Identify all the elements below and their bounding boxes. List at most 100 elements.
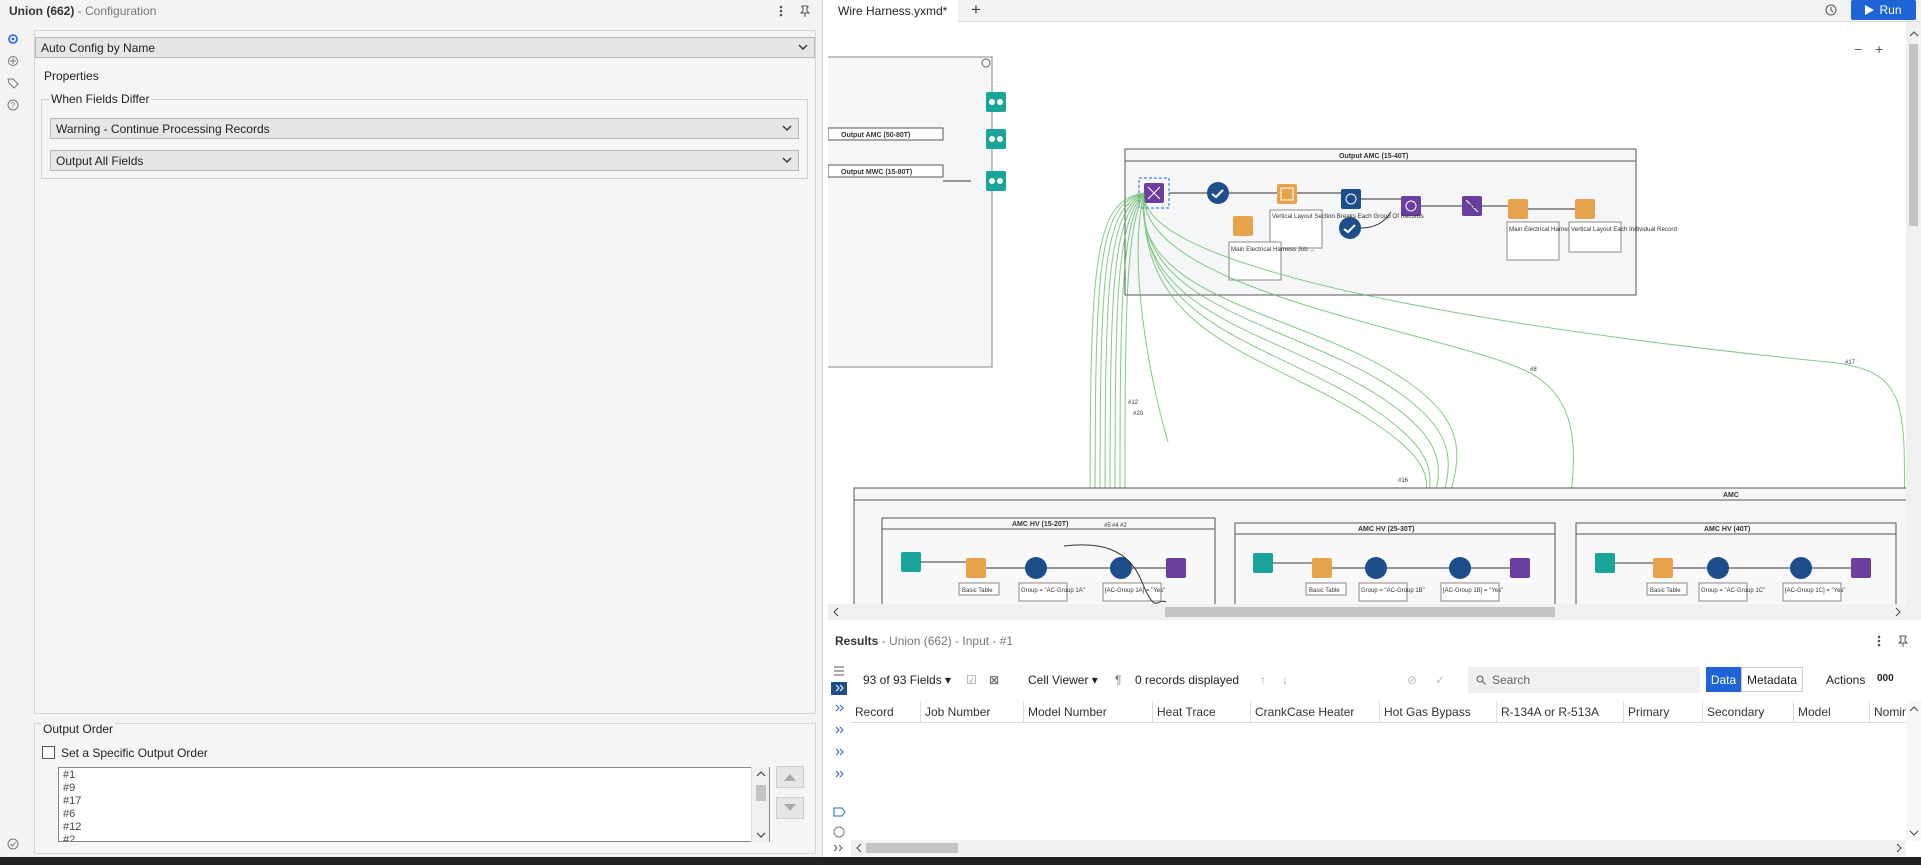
- table-tool[interactable]: [1508, 199, 1528, 219]
- tag-icon[interactable]: [833, 807, 846, 817]
- metadata-tab-button[interactable]: Metadata: [1741, 667, 1803, 692]
- add-tab-icon[interactable]: +: [971, 0, 981, 19]
- arrow-down-icon[interactable]: ↓: [1282, 673, 1288, 687]
- column-header[interactable]: Record: [851, 701, 921, 723]
- pin-icon[interactable]: [796, 2, 814, 20]
- gear-icon[interactable]: [0, 28, 26, 50]
- column-header[interactable]: R-134A or R-513A: [1497, 701, 1624, 723]
- zoom-in-icon[interactable]: +: [1875, 41, 1883, 57]
- set-order-label: Set a Specific Output Order: [61, 746, 208, 760]
- list-item[interactable]: #2: [63, 834, 76, 842]
- layout-tool-2[interactable]: [1575, 199, 1595, 219]
- canvas-horizontal-scrollbar[interactable]: [828, 604, 1906, 620]
- main-electrical-annotation[interactable]: Main Electrical Harness Job ...: [1228, 241, 1315, 281]
- warning-select[interactable]: Warning - Continue Processing Records: [50, 118, 799, 139]
- vertical-layout-annotation-2[interactable]: Vertical Layout Each Individual Record: [1568, 221, 1677, 253]
- column-header[interactable]: Job Number: [921, 701, 1024, 723]
- workflow-graph[interactable]: Output AMC (50-80T) Output MWC (15-80T) …: [828, 22, 1906, 604]
- dynamic-input-tool[interactable]: [1207, 182, 1229, 204]
- anchor-icon[interactable]: [835, 726, 844, 734]
- connection-label: #5: [1104, 523, 1111, 529]
- union-tool-2[interactable]: [1462, 196, 1482, 216]
- column-header[interactable]: Hot Gas Bypass: [1380, 701, 1497, 723]
- column-header[interactable]: Heat Trace: [1153, 701, 1251, 723]
- config-side-rail: ?: [0, 28, 26, 857]
- column-header[interactable]: CrankCase Heater: [1251, 701, 1380, 723]
- layout-tool[interactable]: [1277, 184, 1297, 204]
- table-tool-2[interactable]: [1233, 216, 1253, 236]
- column-header[interactable]: Model Number: [1024, 701, 1153, 723]
- anchor-icon[interactable]: [835, 748, 844, 756]
- anchor-icon[interactable]: [835, 704, 844, 712]
- help-icon[interactable]: ?: [0, 94, 26, 116]
- set-order-checkbox[interactable]: [42, 746, 55, 759]
- list-item[interactable]: #17: [63, 795, 82, 807]
- main-electrical-annotation-2[interactable]: Main Electrical Harness Job ...: [1506, 221, 1593, 261]
- move-down-button[interactable]: [776, 797, 804, 819]
- expand-icon[interactable]: [833, 844, 843, 852]
- dynamic-input-tool-2[interactable]: [1339, 217, 1361, 239]
- output-order-list[interactable]: #1 #9 #17 #6 #12 #2: [58, 767, 770, 842]
- history-icon[interactable]: [1824, 3, 1838, 17]
- column-header[interactable]: Secondary: [1703, 701, 1794, 723]
- tool-row-40[interactable]: Basic Table Group = "AC-Group 1C" [AC-Gr…: [1595, 553, 1871, 602]
- canvas-vertical-scrollbar[interactable]: [1906, 22, 1921, 620]
- anchor-icon[interactable]: [835, 770, 844, 778]
- anchor-icon[interactable]: [831, 682, 847, 695]
- list-item[interactable]: #1: [63, 769, 76, 781]
- amc-label: AMC: [1723, 492, 1739, 499]
- data-tab-button[interactable]: Data: [1706, 667, 1741, 692]
- more-options-icon[interactable]: [772, 2, 790, 20]
- browse-tool[interactable]: [986, 129, 1006, 149]
- move-up-button[interactable]: [776, 766, 804, 788]
- search-input[interactable]: Search: [1468, 667, 1700, 693]
- results-horizontal-scrollbar[interactable]: [851, 840, 1906, 856]
- cell-viewer-label: Cell Viewer: [1028, 673, 1089, 687]
- list-icon[interactable]: [834, 666, 844, 676]
- connections-icon[interactable]: [0, 50, 26, 72]
- checkbox-select-icon[interactable]: ☑: [966, 673, 977, 687]
- column-header[interactable]: Nominal C: [1874, 705, 1906, 719]
- help-icon[interactable]: [833, 826, 845, 838]
- browse-tool[interactable]: [986, 171, 1006, 191]
- cell-viewer-dropdown[interactable]: Cell Viewer ▾: [1028, 673, 1098, 687]
- render-tool[interactable]: [1401, 196, 1421, 216]
- output-amc-50-label: Output AMC (50-80T): [841, 132, 910, 139]
- auto-config-select[interactable]: Auto Config by Name: [35, 37, 815, 58]
- tool-row-25[interactable]: Basic Table Group = "AC-Group 1B" [AC-Gr…: [1253, 553, 1530, 602]
- more-options-icon[interactable]: [1870, 632, 1888, 650]
- order-list-scrollbar[interactable]: [751, 767, 769, 842]
- overflow-icon[interactable]: 000: [1877, 673, 1894, 684]
- results-vertical-scrollbar[interactable]: [1906, 701, 1921, 841]
- workflow-canvas[interactable]: Output AMC (50-80T) Output MWC (15-80T) …: [828, 22, 1906, 604]
- column-header[interactable]: Model: [1794, 701, 1870, 723]
- cancel-filter-icon[interactable]: ⊘: [1407, 673, 1418, 687]
- collapse-icon[interactable]: [981, 58, 991, 68]
- container-left[interactable]: [828, 56, 993, 368]
- actions-menu[interactable]: Actions: [1826, 673, 1866, 687]
- list-item[interactable]: #6: [63, 808, 76, 820]
- arrow-up-icon[interactable]: ↑: [1260, 673, 1266, 687]
- results-grid-body[interactable]: [851, 723, 1906, 840]
- chevron-down-icon: [798, 44, 808, 50]
- clear-icon[interactable]: ⊠: [989, 673, 1000, 687]
- check-circle-icon[interactable]: [0, 833, 26, 855]
- tab-wire-harness[interactable]: Wire Harness.yxmd* ×: [828, 0, 958, 32]
- formula-tool[interactable]: [1341, 189, 1361, 209]
- pilcrow-icon[interactable]: ¶: [1115, 673, 1122, 687]
- browse-tool[interactable]: [986, 92, 1006, 112]
- config-panel-title: Union (662) - Configuration: [0, 0, 823, 22]
- pin-icon[interactable]: [1894, 632, 1912, 650]
- fields-count-dropdown[interactable]: 93 of 93 Fields ▾: [863, 673, 952, 687]
- tag-icon[interactable]: [0, 72, 26, 94]
- column-header[interactable]: Primary: [1624, 701, 1703, 723]
- output-fields-select[interactable]: Output All Fields: [50, 150, 799, 171]
- check-icon[interactable]: ✓: [1435, 673, 1446, 687]
- output-amc-50-container[interactable]: Output AMC (50-80T): [828, 127, 944, 141]
- run-button[interactable]: Run: [1851, 0, 1916, 20]
- list-item[interactable]: #12: [63, 821, 82, 833]
- tool-row-15[interactable]: Basic Table Group = "AC-Group 1A" [AC-Gr…: [901, 552, 1186, 602]
- output-mwc-container[interactable]: Output MWC (15-80T): [828, 164, 944, 178]
- list-item[interactable]: #9: [63, 782, 76, 794]
- zoom-out-icon[interactable]: −: [1854, 41, 1862, 57]
